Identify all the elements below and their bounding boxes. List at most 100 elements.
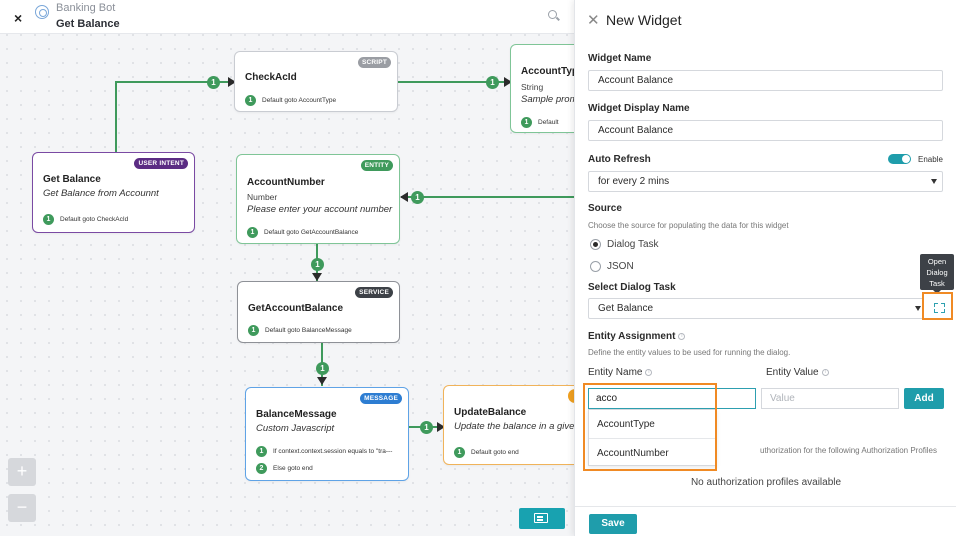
refresh-interval-select[interactable]: for every 2 mins	[588, 171, 943, 192]
widget-name-label: Widget Name	[588, 53, 652, 64]
info-icon: i	[645, 368, 653, 376]
dialog-task-radio[interactable]	[590, 239, 601, 250]
zoom-in-button[interactable]: +	[8, 458, 36, 486]
task-name: Get Balance	[56, 18, 120, 30]
save-button[interactable]: Save	[589, 514, 637, 534]
edge-badge: 1	[316, 362, 329, 375]
node-connection: 1 Default goto CheckAcId	[43, 214, 128, 225]
node-get-balance[interactable]: USER INTENT Get Balance Get Balance from…	[32, 152, 195, 233]
node-type: Number	[247, 192, 278, 202]
edge-badge: 1	[311, 258, 324, 271]
refresh-interval-value: for every 2 mins	[598, 176, 670, 187]
edge-badge: 1	[411, 191, 424, 204]
dialog-canvas[interactable]: × Banking Bot Get Balance 1 1 1 1 1 1 US…	[0, 0, 574, 536]
json-label[interactable]: JSON	[607, 261, 634, 272]
arrow-accounttype	[504, 77, 512, 87]
source-label: Source	[588, 203, 622, 214]
node-account-number[interactable]: ENTITY AccountNumber Number Please enter…	[236, 154, 400, 244]
connection-number: 1	[43, 214, 54, 225]
info-icon: i	[678, 332, 686, 340]
entity-name-text: Entity Name	[588, 367, 643, 378]
connection-number: 1	[521, 117, 532, 128]
node-balance-message[interactable]: MESSAGE BalanceMessage Custom Javascript…	[245, 387, 409, 481]
dialog-task-label[interactable]: Dialog Task	[607, 239, 659, 250]
tooltip-line: Open	[927, 257, 947, 266]
node-subtitle: Update the balance in a given	[454, 421, 574, 432]
arrow-getaccountbalance	[312, 273, 322, 281]
display-name-label: Widget Display Name	[588, 103, 690, 114]
new-widget-panel: ✕ New Widget Widget Name Account Balance…	[574, 0, 956, 536]
connection-text: Default goto CheckAcId	[60, 216, 129, 223]
authorization-text: uthorization for the following Authoriza…	[760, 446, 937, 455]
node-prompt: Please enter your account number	[247, 204, 393, 215]
node-title: AccountNumber	[247, 177, 325, 188]
node-title: Get Balance	[43, 174, 101, 185]
edge-badge: 1	[207, 76, 220, 89]
node-tag: USER INTENT	[134, 158, 188, 169]
arrow-checkacid	[228, 77, 236, 87]
node-tag: MESSAGE	[360, 393, 402, 404]
node-type: String	[521, 82, 544, 92]
node-subtitle: Get Balance from Accounnt	[43, 188, 159, 199]
widget-name-input[interactable]: Account Balance	[588, 70, 943, 91]
no-auth-profiles-text: No authorization profiles available	[690, 477, 842, 488]
node-update-balance[interactable]: UpdateBalance Update the balance in a gi…	[443, 385, 574, 465]
panel-footer: Save	[575, 506, 956, 536]
dialog-task-select[interactable]: Get Balance	[588, 298, 927, 319]
search-icon[interactable]	[548, 10, 557, 19]
bot-icon	[35, 5, 49, 19]
bot-name: Banking Bot	[56, 2, 116, 14]
display-name-input[interactable]: Account Balance	[588, 120, 943, 141]
node-title: GetAccountBalance	[248, 303, 344, 314]
add-button[interactable]: Add	[904, 388, 944, 409]
connection-number: 1	[247, 227, 258, 238]
connection-number: 1	[454, 447, 465, 458]
connection-text: If context.context.session equals to "tr…	[273, 448, 393, 455]
close-icon[interactable]: ✕	[587, 12, 600, 29]
arrow-updatebalance	[437, 422, 445, 432]
zoom-out-button[interactable]: −	[8, 494, 36, 522]
enable-label: Enable	[918, 155, 943, 164]
suggestion-item[interactable]: AccountType	[597, 419, 655, 430]
arrow-balancemessage	[317, 377, 327, 385]
expand-icon-part	[941, 303, 945, 307]
entity-assignment-hint: Define the entity values to be used for …	[588, 348, 791, 357]
open-dialog-task-button[interactable]	[922, 292, 953, 320]
chevron-down-icon	[915, 306, 921, 311]
expand-icon	[934, 303, 938, 307]
node-title: CheckAcId	[245, 72, 297, 83]
entity-name-input[interactable]: acco	[588, 388, 756, 409]
json-radio[interactable]	[590, 261, 601, 272]
auto-refresh-label: Auto Refresh	[588, 154, 651, 165]
connection-number: 1	[245, 95, 256, 106]
divider	[589, 438, 716, 439]
expand-icon-part	[934, 309, 938, 313]
chat-button[interactable]	[519, 508, 565, 529]
source-hint: Choose the source for populating the dat…	[588, 221, 789, 230]
edge-getbalance-checkacid	[115, 81, 234, 152]
entity-value-input[interactable]: Value	[761, 388, 899, 409]
suggestion-item[interactable]: AccountNumber	[597, 448, 669, 459]
auto-refresh-toggle[interactable]	[888, 154, 911, 164]
entity-suggestions-dropdown: AccountType AccountNumber	[588, 409, 717, 466]
node-title: BalanceMessage	[256, 409, 337, 420]
tooltip-line: Task	[929, 279, 945, 288]
chat-icon	[534, 513, 548, 523]
chevron-down-icon	[931, 179, 937, 184]
connection-text: Default	[538, 119, 559, 126]
expand-icon-part	[941, 309, 945, 313]
close-icon[interactable]: ×	[14, 10, 23, 26]
dialog-task-value: Get Balance	[598, 303, 654, 314]
canvas-topbar: × Banking Bot Get Balance	[0, 0, 574, 34]
entity-value-text: Entity Value	[766, 367, 819, 378]
node-tag-icon	[568, 389, 574, 403]
